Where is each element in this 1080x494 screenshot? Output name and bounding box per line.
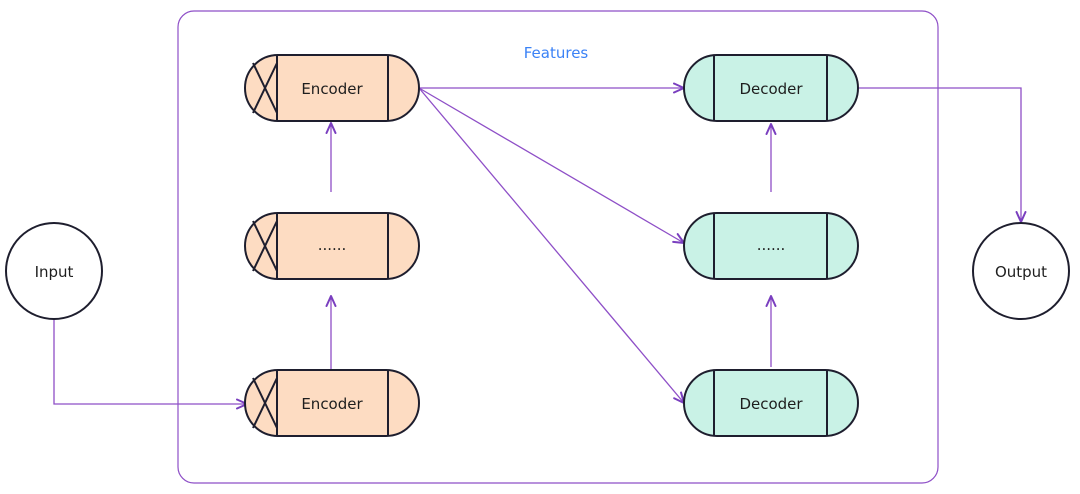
connector-encoder-to-decoder-bottom [418,87,685,404]
decoder-node-bottom: Decoder [683,369,859,437]
features-group-frame [177,10,939,484]
features-group-label: Features [524,44,589,62]
connector-decoder-to-output [859,87,1027,223]
encoder-middle-label: ...... [318,236,347,254]
output-node: Output [972,222,1070,320]
connector-encoder-to-decoder-middle [418,87,685,244]
input-label: Input [35,263,74,281]
encoder-node-top: Encoder [244,54,420,122]
decoder-bottom-label: Decoder [739,395,803,413]
encoder-top-label: Encoder [301,80,363,98]
decoder-top-label: Decoder [739,80,803,98]
output-label: Output [995,263,1047,281]
connectors [53,82,1027,410]
encoder-node-bottom: Encoder [244,369,420,437]
decoder-node-middle: ...... [683,212,859,280]
input-node: Input [5,222,103,320]
encoder-node-middle: ...... [244,212,420,280]
connector-input-to-encoder [53,320,248,410]
decoder-middle-label: ...... [757,236,786,254]
decoder-node-top: Decoder [683,54,859,122]
encoder-bottom-label: Encoder [301,395,363,413]
